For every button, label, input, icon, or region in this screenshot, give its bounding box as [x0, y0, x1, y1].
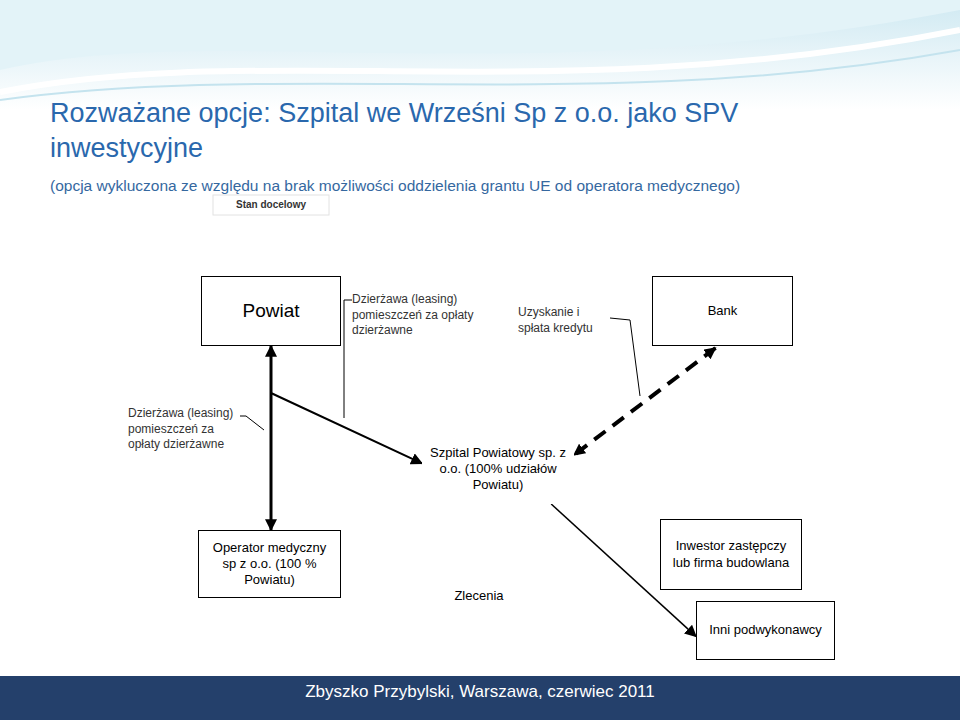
diagram-title: Rozważane opcje: Szpital we Wrześni Sp z…: [50, 96, 750, 166]
footer-caption: Zbyszko Przybylski, Warszawa, czerwiec 2…: [0, 682, 960, 702]
leader-line: [610, 318, 640, 396]
note-label: Stan docelowy: [213, 198, 329, 211]
header-band: [0, 0, 960, 110]
header-wave: [0, 30, 960, 92]
note-label: Dzierżawa (leasing) pomieszczeń za opłat…: [128, 406, 240, 453]
box-text: Powiat: [242, 299, 299, 323]
header-wave: [0, 0, 960, 70]
process-box: Inni podwykonawcy: [696, 601, 835, 660]
process-box: Szpital Powiatowy sp. z o.o. (100% udzia…: [422, 434, 574, 504]
leader-line: [240, 416, 264, 430]
label-frame: [213, 195, 329, 215]
process-box: Operator medyczny sp z o.o. (100 % Powia…: [198, 530, 341, 598]
note-label: Dzierżawa (leasing) pomieszczeń za opłat…: [352, 292, 484, 339]
note-label: Uzyskanie i spłata kredytu: [518, 305, 608, 336]
box-text: Inwestor zastępczy lub firma budowlana: [668, 538, 794, 571]
connector-arrow: [574, 348, 716, 455]
connector-arrow: [270, 346, 273, 530]
box-text: Bank: [708, 303, 738, 319]
process-box: Inwestor zastępczy lub firma budowlana: [660, 519, 802, 590]
connector-arrow: [271, 346, 422, 463]
header-wave: [0, 50, 960, 100]
box-text: Operator medyczny sp z o.o. (100 % Powia…: [206, 540, 333, 589]
box-text: Szpital Powiatowy sp. z o.o. (100% udzia…: [429, 445, 567, 494]
leader-line: [344, 300, 352, 418]
note-label: (opcja wykluczona ze względu na brak moż…: [50, 176, 930, 196]
process-box: Bank: [652, 276, 793, 346]
note-label: Zlecenia: [430, 588, 528, 605]
process-box: Powiat: [201, 276, 341, 346]
footer-band: [0, 676, 960, 720]
box-text: Inni podwykonawcy: [709, 622, 822, 638]
